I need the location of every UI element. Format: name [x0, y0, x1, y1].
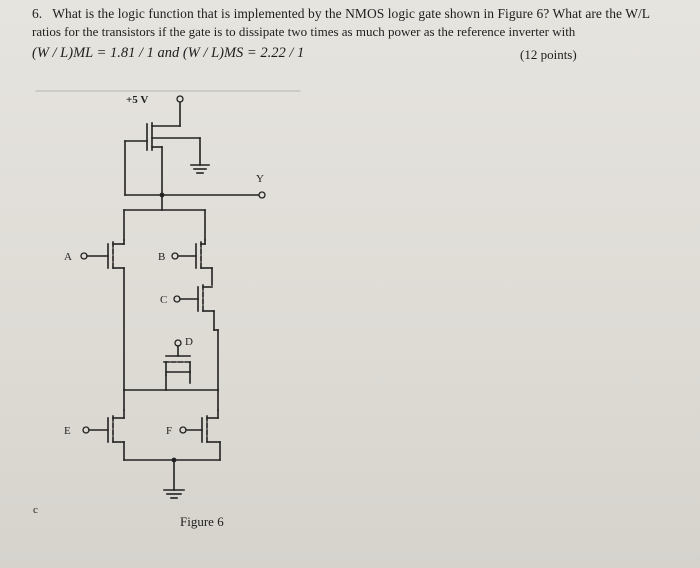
question-points: (12 points) — [520, 47, 577, 62]
input-b-label: B — [158, 251, 165, 263]
transistor-e — [82, 409, 125, 461]
ground-icon — [163, 459, 185, 499]
input-d-label: D — [185, 336, 193, 348]
input-f-label: F — [166, 425, 172, 437]
question-number: 6. — [32, 6, 43, 21]
transistor-f — [179, 409, 221, 461]
output-label: Y — [256, 173, 264, 185]
corner-mark: c — [33, 504, 38, 516]
supply-label: +5 V — [126, 94, 148, 106]
question-line-2: ratios for the transistors if the gate i… — [32, 24, 576, 39]
load-body-ground — [151, 137, 210, 174]
question-line-1: 6. What is the logic function that is imp… — [32, 6, 650, 22]
transistor-a — [80, 239, 125, 391]
transistor-c — [173, 284, 219, 391]
load-transistor — [124, 122, 181, 196]
transistor-b — [171, 239, 213, 286]
input-c-label: C — [160, 294, 167, 306]
supply-terminal — [176, 95, 184, 103]
output-terminal — [258, 191, 266, 199]
input-a-label: A — [64, 251, 72, 263]
question-text-1: What is the logic function that is imple… — [52, 6, 651, 21]
figure-caption: Figure 6 — [180, 514, 224, 529]
input-e-label: E — [64, 425, 71, 437]
transistor-d — [163, 339, 193, 391]
question-line-3: (W / L)ML = 1.81 / 1 and (W / L)MS = 2.2… — [32, 45, 305, 61]
